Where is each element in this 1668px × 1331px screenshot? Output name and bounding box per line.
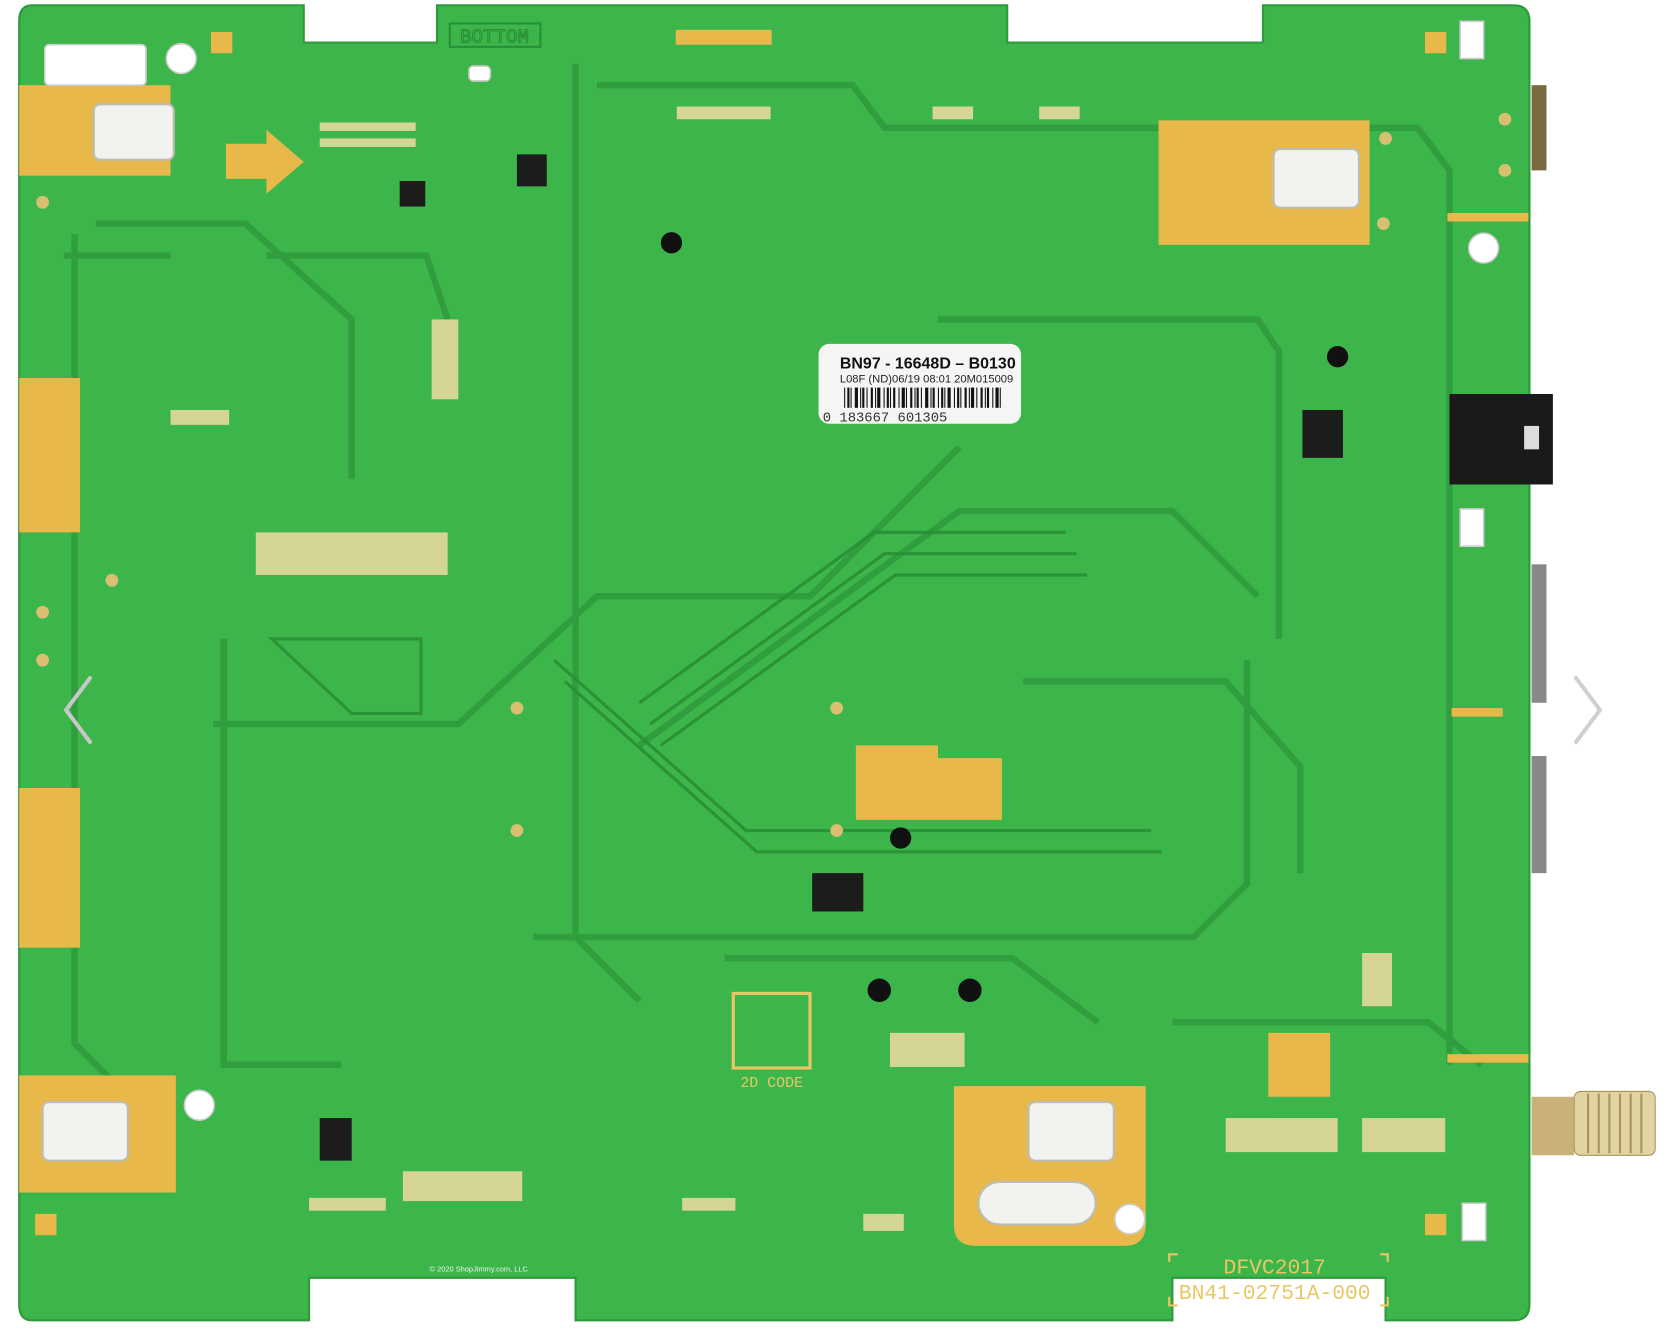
svg-text:BN97 - 16648D – B0130: BN97 - 16648D – B0130 (840, 355, 1016, 372)
copyright-text: © 2020 ShopJimmy.com, LLC (430, 1264, 529, 1273)
audio-jack (1449, 393, 1553, 485)
svg-text:BOTTOM: BOTTOM (460, 27, 529, 49)
pcb-traces (63, 63, 1484, 1100)
svg-text:2D CODE: 2D CODE (740, 1076, 803, 1092)
gallery-prev-button[interactable] (58, 670, 98, 750)
2d-code-box: 2D CODE (731, 991, 812, 1092)
chevron-left-icon (63, 676, 92, 744)
shield-clips (41, 103, 1360, 1226)
chevron-right-icon (1574, 676, 1603, 744)
bottom-side-marking: BOTTOM (448, 22, 542, 49)
svg-text:L08F (ND)06/19 08:01 20M015009: L08F (ND)06/19 08:01 20M015009 (840, 373, 1013, 385)
rf-coax-connector (1531, 1090, 1656, 1156)
svg-text:0 183667 601305: 0 183667 601305 (823, 411, 948, 427)
part-number-sticker: BN97 - 16648D – B0130 L08F (ND)06/19 08:… (818, 343, 1022, 427)
svg-text:DFVC2017: DFVC2017 (1224, 1257, 1326, 1281)
svg-text:BN41-02751A-000: BN41-02751A-000 (1179, 1282, 1371, 1306)
gallery-next-button[interactable] (1568, 670, 1608, 750)
model-marking: DFVC2017 BN41-02751A-000 (1168, 1253, 1389, 1307)
